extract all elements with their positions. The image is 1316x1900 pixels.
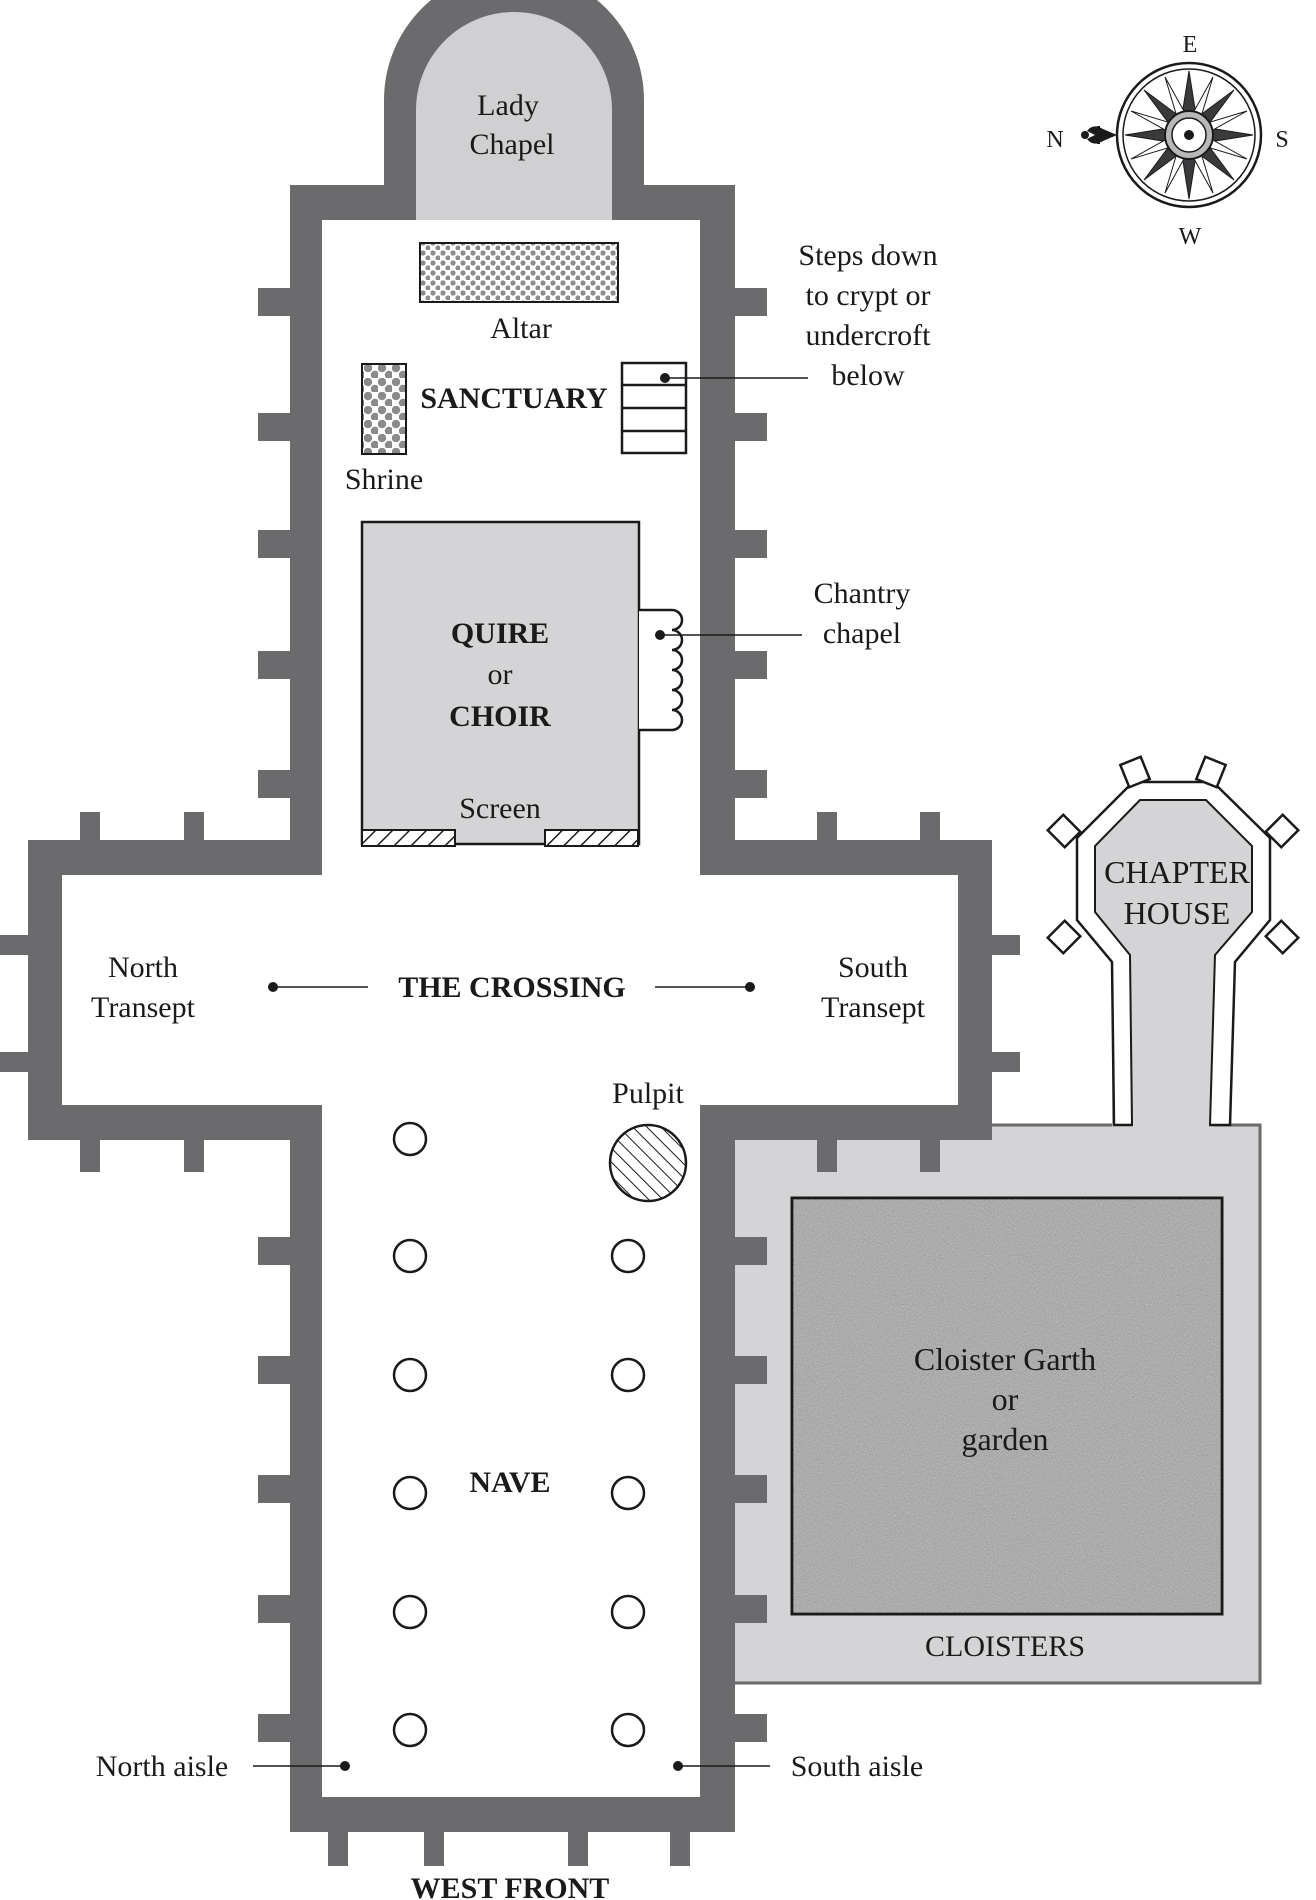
pillar — [392, 1238, 428, 1274]
pillar — [610, 1357, 646, 1393]
shrine — [361, 363, 407, 455]
label-lady-chapel-1: Lady — [477, 89, 539, 122]
label-shrine: Shrine — [345, 463, 423, 496]
screen — [361, 829, 639, 847]
steps-icon — [620, 361, 688, 455]
label-altar: Altar — [490, 312, 552, 345]
label-garth-3: garden — [961, 1421, 1048, 1457]
compass-s: S — [1275, 127, 1288, 153]
label-chapter-house-1: CHAPTER — [1104, 854, 1250, 890]
compass-e: E — [1183, 32, 1198, 58]
pillar — [392, 1357, 428, 1393]
compass-rose-icon — [1081, 61, 1263, 209]
label-north-aisle: North aisle — [96, 1750, 228, 1783]
label-screen: Screen — [459, 792, 541, 825]
label-chantry-2: chapel — [823, 617, 901, 650]
label-nave: NAVE — [469, 1466, 550, 1499]
label-steps-3: undercroft — [806, 319, 932, 352]
label-quire-or: or — [488, 658, 513, 691]
label-chantry-1: Chantry — [814, 577, 911, 610]
chantry-chapel — [639, 608, 684, 732]
label-garth-1: Cloister Garth — [914, 1341, 1096, 1377]
label-south-aisle: South aisle — [791, 1750, 924, 1783]
pillar — [392, 1475, 428, 1511]
label-south-transept-1: South — [838, 951, 908, 984]
label-north-transept-2: Transept — [91, 991, 196, 1024]
compass-n: N — [1046, 127, 1063, 153]
pillar — [392, 1712, 428, 1748]
pillar — [610, 1712, 646, 1748]
nave-pillars — [392, 1121, 646, 1748]
pillar — [610, 1594, 646, 1630]
pillar — [392, 1594, 428, 1630]
label-choir: CHOIR — [449, 700, 551, 733]
cloister-garth — [790, 1196, 1224, 1616]
label-west-front: WEST FRONT — [411, 1872, 610, 1900]
label-cloisters: CLOISTERS — [925, 1630, 1085, 1663]
label-pulpit: Pulpit — [612, 1077, 684, 1110]
leader-lines — [253, 373, 808, 1771]
label-crossing: THE CROSSING — [398, 971, 626, 1004]
cathedral-walls — [0, 0, 1020, 1866]
pillar — [610, 1475, 646, 1511]
quire — [360, 520, 641, 846]
compass-w: W — [1179, 224, 1202, 250]
pillar — [610, 1238, 646, 1274]
altar — [419, 242, 619, 303]
pulpit — [608, 1123, 688, 1203]
label-steps-1: Steps down — [798, 239, 937, 272]
label-south-transept-2: Transept — [821, 991, 926, 1024]
label-steps-4: below — [831, 359, 905, 392]
label-steps-2: to crypt or — [806, 279, 931, 312]
label-north-transept-1: North — [108, 951, 178, 984]
label-sanctuary: SANCTUARY — [420, 382, 608, 415]
label-quire: QUIRE — [451, 617, 549, 650]
label-garth-2: or — [992, 1381, 1019, 1417]
label-chapter-house-2: HOUSE — [1124, 895, 1231, 931]
pillar — [392, 1121, 428, 1157]
chapter-house — [1045, 755, 1301, 1130]
labels: Lady Chapel Altar SANCTUARY Shrine Steps… — [91, 89, 1251, 1900]
label-lady-chapel-2: Chapel — [470, 128, 555, 161]
